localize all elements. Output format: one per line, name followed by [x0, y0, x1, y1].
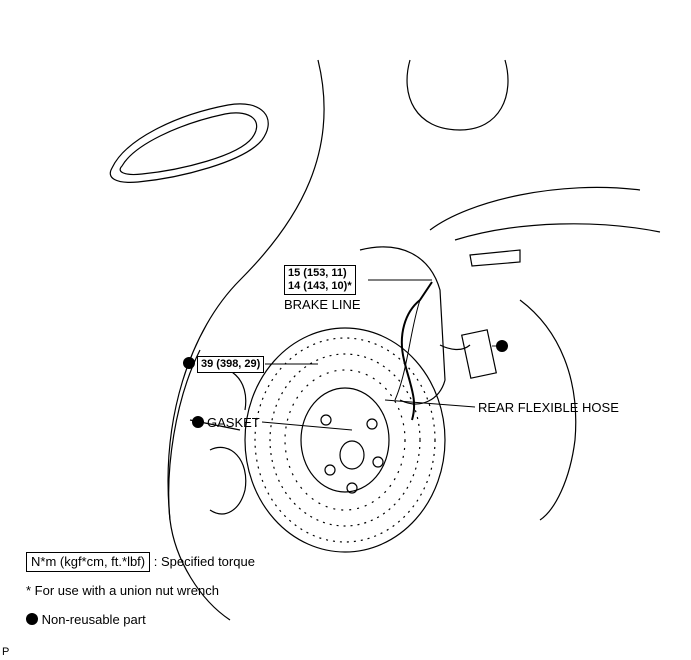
non-reusable-clip-marker-icon — [496, 340, 508, 352]
brake-line-torque-box: 15 (153, 11) 14 (143, 10)* — [284, 265, 356, 295]
non-reusable-gasket-marker-icon — [192, 416, 204, 428]
legend-torque-desc: : Specified torque — [153, 554, 255, 569]
legend-non-reusable: Non-reusable part — [26, 612, 146, 628]
leader-lines — [261, 279, 508, 431]
non-reusable-legend-icon — [26, 613, 38, 625]
legend-non-reusable-text: Non-reusable part — [41, 612, 146, 627]
non-reusable-bolt-marker-icon — [183, 357, 195, 369]
legend-union-nut-note: * For use with a union nut wrench — [26, 583, 219, 598]
rear-flexible-hose-label: REAR FLEXIBLE HOSE — [478, 400, 619, 415]
bolt-torque-box: 39 (398, 29) — [197, 356, 265, 373]
legend-torque: N*m (kgf*cm, ft.*lbf) : Specified torque — [26, 552, 255, 572]
brake-line-torque-line2: 14 (143, 10)* — [288, 280, 352, 292]
legend-torque-unit: N*m (kgf*cm, ft.*lbf) — [26, 552, 151, 572]
brake-line-torque-line1: 15 (153, 11) — [288, 267, 347, 279]
door-handle — [109, 103, 269, 183]
brake-line-label: BRAKE LINE — [284, 297, 361, 312]
gasket-label: GASKET — [207, 415, 260, 430]
bolt-torque-value: 39 (398, 29) — [201, 358, 261, 370]
brake-line-hose — [394, 281, 498, 421]
vehicle-body-panel — [167, 59, 661, 621]
brake-disc-rotor — [244, 327, 446, 553]
page-marker: P — [2, 646, 10, 658]
